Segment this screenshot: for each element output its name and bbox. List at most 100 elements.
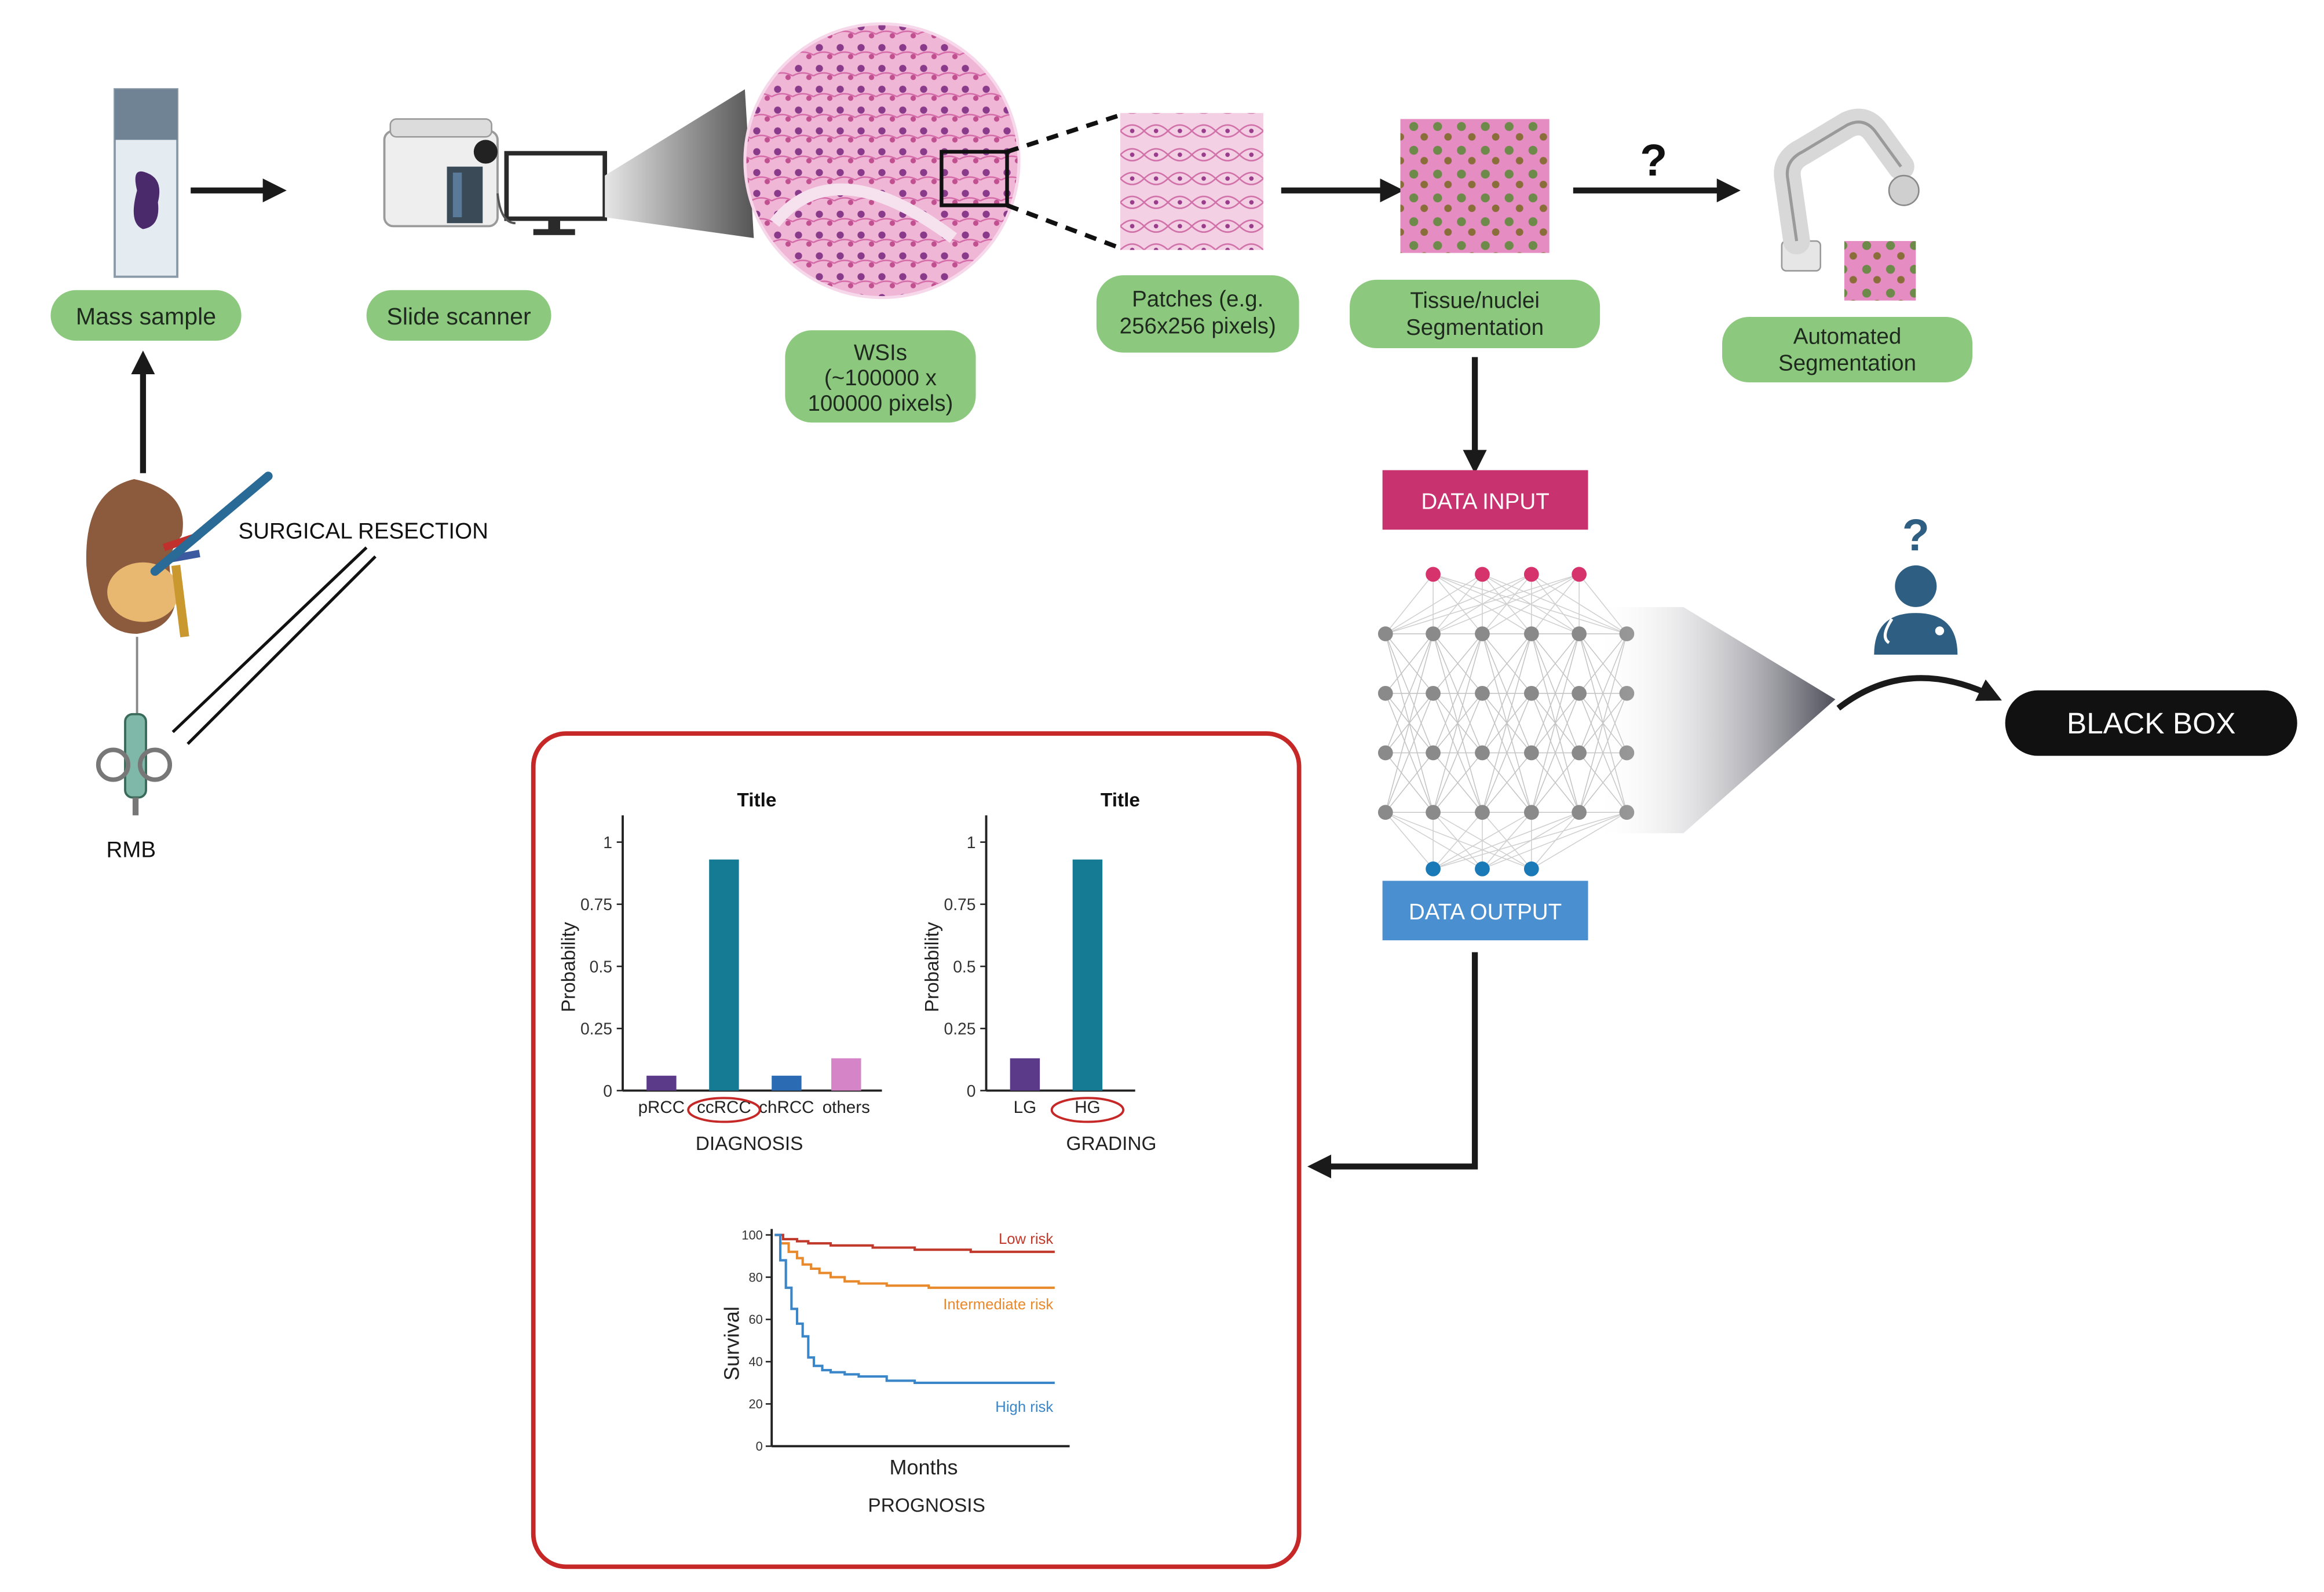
prognosis-x-label: Months: [889, 1455, 958, 1479]
nn-output-node: [1475, 861, 1490, 877]
segmentation-pill: [1350, 279, 1601, 348]
patches-label-line2: 256x256 pixels): [1120, 313, 1276, 338]
diagnosis-highlight-circle: [687, 1097, 761, 1123]
wsis-label-line1: WSIs: [854, 341, 907, 366]
km-line-low-risk: [774, 1233, 1055, 1253]
km-y-tick-label: 40: [748, 1354, 762, 1369]
zoom-line-bottom: [1006, 203, 1119, 249]
nn-edge: [1531, 633, 1580, 813]
prognosis-title: PROGNOSIS: [868, 1495, 985, 1516]
zoom-region-box: [940, 149, 1009, 207]
km-line-intermediate-risk: [774, 1233, 1055, 1289]
robot-arm-icon: [1774, 108, 1920, 272]
nn-edge: [1433, 812, 1580, 870]
nn-input-node: [1572, 567, 1587, 582]
nn-edge: [1433, 633, 1483, 694]
nn-edge: [1482, 633, 1532, 753]
nn-hidden-node: [1523, 805, 1539, 820]
nn-edge: [1385, 574, 1580, 634]
nn-edge: [1433, 633, 1483, 813]
nn-hidden-node: [1475, 626, 1490, 641]
nn-edge: [1482, 574, 1580, 634]
bar-hg: [1072, 859, 1103, 1091]
y-tick-label: 0.25: [944, 1020, 975, 1038]
nn-output-node: [1426, 861, 1441, 877]
km-series-label: High risk: [995, 1399, 1053, 1415]
bar-prcc: [646, 1075, 677, 1091]
nn-edge: [1385, 812, 1483, 870]
nn-edge: [1385, 574, 1434, 634]
automated-segmentation-label-line1: Automated: [1793, 324, 1902, 349]
nn-hidden-node: [1572, 745, 1587, 761]
y-tick-label: 0.75: [944, 895, 975, 914]
nn-hidden-node: [1572, 805, 1587, 820]
automated-segmentation-pill: [1722, 317, 1973, 383]
data-output-box: [1382, 881, 1588, 941]
grading-chart-title: Title: [1101, 790, 1140, 811]
x-tick-label-ccrcc: ccRCC: [697, 1098, 751, 1117]
grading-highlight-circle: [1050, 1097, 1125, 1123]
automation-question-mark: ?: [1640, 136, 1667, 185]
nn-edge: [1531, 633, 1580, 753]
nn-edge: [1531, 633, 1580, 694]
nn-edge: [1531, 753, 1580, 813]
y-tick-label: 0.5: [953, 957, 975, 976]
double-arrow-line2: [187, 555, 377, 745]
nn-edge: [1482, 753, 1532, 813]
km-line-high-risk: [774, 1233, 1055, 1384]
y-tick-label: 0.5: [590, 957, 612, 976]
nn-edge: [1482, 693, 1532, 813]
km-y-tick-label: 100: [741, 1228, 762, 1242]
nn-hidden-node: [1426, 685, 1441, 701]
km-y-tick-label: 60: [748, 1312, 762, 1327]
bar-chrcc: [772, 1075, 802, 1091]
automated-segmentation-label-line2: Segmentation: [1778, 351, 1916, 376]
nn-hidden-node: [1377, 805, 1393, 820]
diagnosis-chart-title: Title: [737, 790, 776, 811]
bar-others: [831, 1058, 861, 1091]
nn-edge: [1482, 633, 1532, 813]
data-input-label: DATA INPUT: [1421, 489, 1549, 514]
nn-hidden-node: [1475, 805, 1490, 820]
km-y-tick-label: 20: [748, 1397, 762, 1411]
bar-lg: [1010, 1058, 1040, 1091]
nn-edge: [1482, 812, 1580, 870]
wsis-pill: [785, 330, 976, 423]
nn-edge: [1385, 812, 1434, 870]
nn-edge: [1385, 633, 1434, 753]
bar-ccrcc: [709, 859, 739, 1091]
surgical-resection-label: SURGICAL RESECTION: [238, 519, 488, 544]
km-y-tick-label: 80: [748, 1270, 762, 1284]
y-tick-label: 0: [603, 1082, 612, 1100]
black-box-label: BLACK BOX: [2067, 706, 2236, 740]
x-tick-label-prcc: pRCC: [638, 1098, 685, 1117]
segmentation-label-line2: Segmentation: [1406, 315, 1544, 340]
nn-edge: [1385, 574, 1532, 634]
segmentation-image: [1400, 119, 1550, 253]
nn-edge: [1531, 574, 1580, 634]
nn-edge: [1385, 812, 1532, 870]
mass-sample-label: Mass sample: [76, 303, 216, 330]
zoom-line-top: [1006, 114, 1119, 154]
km-series-label: Low risk: [999, 1231, 1053, 1247]
nn-edge: [1433, 693, 1483, 813]
nn-hidden-node: [1523, 685, 1539, 701]
nn-hidden-node: [1523, 626, 1539, 641]
nn-output-node: [1523, 861, 1539, 877]
data-output-label: DATA OUTPUT: [1409, 900, 1562, 925]
mass-sample-pill: [50, 290, 242, 341]
nn-hidden-node: [1572, 685, 1587, 701]
y-tick-label: 0: [967, 1082, 976, 1100]
black-box-cone: [1594, 607, 1836, 834]
data-input-box: [1382, 470, 1588, 530]
nn-edge: [1433, 753, 1483, 813]
nn-hidden-node: [1377, 685, 1393, 701]
prognosis-y-label: Survival: [720, 1306, 744, 1381]
double-arrow-line1: [171, 546, 368, 733]
magnification-cone: [605, 89, 754, 238]
nn-hidden-node: [1572, 626, 1587, 641]
nn-edge: [1385, 633, 1434, 813]
